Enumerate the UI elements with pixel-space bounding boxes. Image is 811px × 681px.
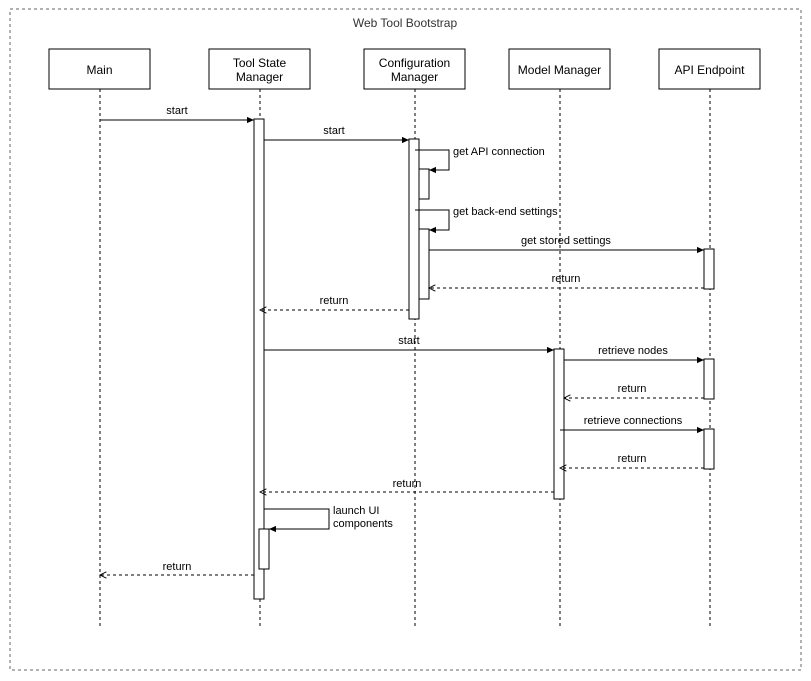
svg-text:return: return — [393, 478, 422, 490]
activation-tsm-main — [253, 118, 265, 600]
svg-text:components: components — [333, 518, 393, 530]
message-mm-return: return — [260, 478, 554, 492]
message-main-start: start — [100, 105, 254, 124]
svg-text:get stored settings: get stored settings — [521, 235, 611, 247]
svg-text:return: return — [320, 295, 349, 307]
participant-tsm-label-line1: Tool State — [233, 56, 287, 70]
activation-api-1 — [703, 248, 715, 290]
svg-text:start: start — [323, 125, 344, 137]
message-retrieve-connections: retrieve connections — [560, 415, 704, 434]
participant-model-manager[interactable]: Model Manager — [508, 48, 611, 90]
message-api-return-3: return — [560, 453, 704, 468]
svg-text:start: start — [166, 105, 187, 117]
participant-api-label: API Endpoint — [674, 63, 745, 77]
svg-text:retrieve connections: retrieve connections — [584, 415, 683, 427]
svg-text:return: return — [618, 453, 647, 465]
participant-tsm-label-line2: Manager — [236, 70, 283, 84]
participant-cfg-label-line1: Configuration — [379, 56, 450, 70]
activation-cfg-api-connection — [418, 168, 430, 200]
participant-cfg-label-line2: Manager — [391, 70, 438, 84]
participant-api-endpoint[interactable]: API Endpoint — [658, 48, 761, 90]
activation-tsm-launch — [258, 528, 270, 570]
message-retrieve-nodes: retrieve nodes — [564, 345, 704, 364]
svg-text:retrieve nodes: retrieve nodes — [598, 345, 668, 357]
message-tsm-start-mm: start — [264, 335, 554, 354]
message-tsm-return: return — [100, 561, 254, 575]
participant-configuration-manager[interactable]: Configuration Manager — [363, 48, 466, 90]
message-api-return-2: return — [564, 383, 704, 398]
svg-text:return: return — [163, 561, 192, 573]
message-launch-ui-components: launch UI components — [264, 505, 393, 533]
svg-text:launch UI: launch UI — [333, 505, 379, 517]
frame-title: Web Tool Bootstrap — [353, 16, 458, 30]
participant-main[interactable]: Main — [48, 48, 151, 90]
message-tsm-start-cfg: start — [264, 125, 409, 144]
svg-text:start: start — [398, 335, 419, 347]
activation-api-3 — [703, 428, 715, 470]
participant-tool-state-manager[interactable]: Tool State Manager — [208, 48, 311, 90]
participant-main-label: Main — [86, 63, 112, 77]
activation-mm — [553, 348, 565, 500]
participant-mm-label: Model Manager — [518, 63, 601, 77]
activation-cfg-main — [408, 138, 420, 320]
svg-text:return: return — [552, 273, 581, 285]
message-get-api-connection: get API connection — [415, 146, 545, 174]
activation-cfg-backend-settings — [418, 228, 430, 300]
svg-text:return: return — [618, 383, 647, 395]
message-api-return-1: return — [429, 273, 704, 288]
message-get-backend-settings: get back-end settings — [415, 206, 558, 234]
message-cfg-return: return — [260, 295, 409, 310]
svg-text:get back-end settings: get back-end settings — [453, 206, 558, 218]
message-get-stored-settings: get stored settings — [429, 235, 704, 254]
svg-text:get API connection: get API connection — [453, 146, 545, 158]
activation-api-2 — [703, 358, 715, 400]
